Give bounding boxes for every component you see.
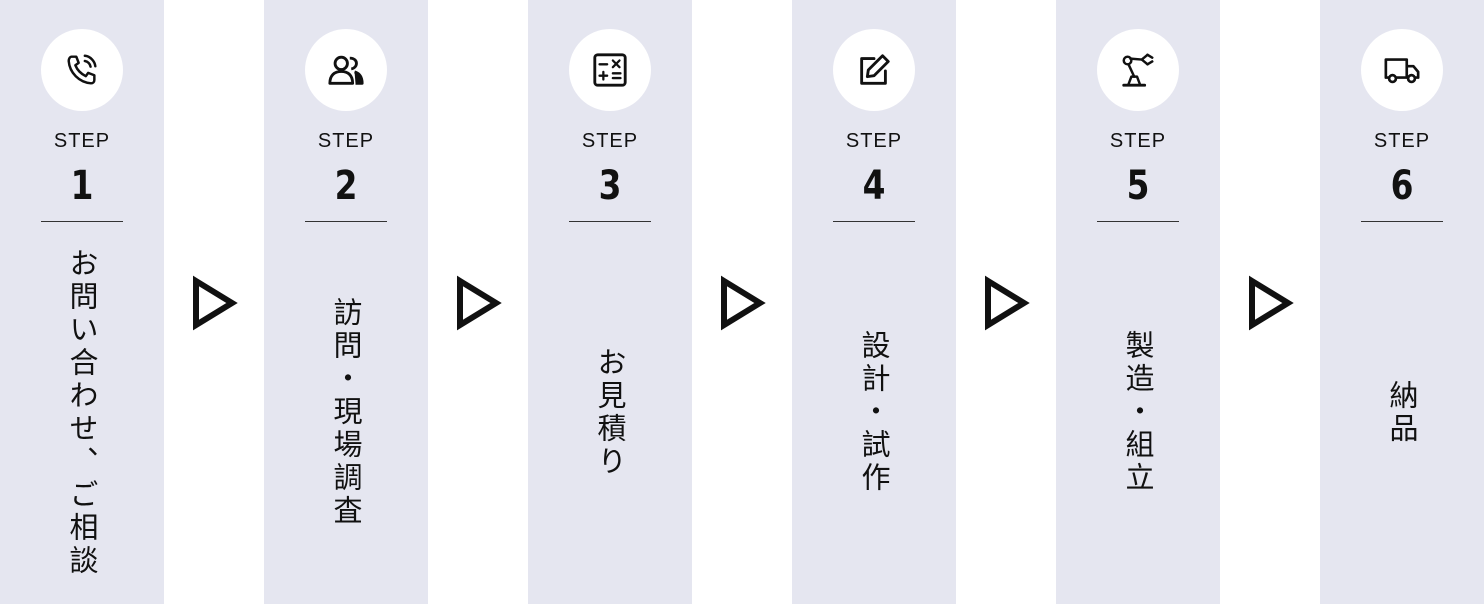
step-3-label: STEP [581, 130, 639, 152]
step-4-label: STEP [845, 130, 903, 152]
step-5-column: STEP 5 製造・組立 [1056, 0, 1220, 604]
step-4-column: STEP 4 設計・試作 [792, 0, 956, 604]
arrow-right-icon [193, 275, 238, 331]
step-4-divider [833, 221, 915, 222]
step-4-title-box: 設計・試作 [792, 240, 956, 585]
step-4-number: 4 [862, 163, 886, 209]
step-1-divider [41, 221, 123, 222]
step-1-title: お問い合わせ、ご相談 [65, 247, 99, 578]
step-6-divider [1361, 221, 1443, 222]
step-6-label: STEP [1373, 130, 1431, 152]
step-3-title: お見積り [593, 346, 627, 479]
people-icon [328, 55, 364, 85]
step-1-column: STEP 1 お問い合わせ、ご相談 [0, 0, 164, 604]
step-5-number: 5 [1126, 163, 1150, 209]
step-1-title-box: お問い合わせ、ご相談 [0, 240, 164, 585]
step-6-icon-circle [1361, 29, 1443, 111]
step-4-title: 設計・試作 [857, 330, 891, 495]
step-2-title-box: 訪問・現場調査 [264, 240, 428, 585]
step-5-title: 製造・組立 [1121, 330, 1155, 495]
step-3-column: STEP 3 お見積り [528, 0, 692, 604]
calculator-icon [593, 53, 627, 87]
step-5-label: STEP [1109, 130, 1167, 152]
step-3-divider [569, 221, 651, 222]
step-2-divider [305, 221, 387, 222]
step-5-divider [1097, 221, 1179, 222]
step-1-label: STEP [53, 130, 111, 152]
step-5-title-box: 製造・組立 [1056, 240, 1220, 585]
phone-icon [67, 54, 97, 85]
step-4-icon-circle [833, 29, 915, 111]
truck-icon [1384, 58, 1420, 84]
step-1-number: 1 [70, 163, 94, 209]
step-5-icon-circle [1097, 29, 1179, 111]
step-2-title: 訪問・現場調査 [329, 297, 363, 528]
step-2-label: STEP [317, 130, 375, 152]
step-2-icon-circle [305, 29, 387, 111]
step-3-icon-circle [569, 29, 651, 111]
edit-icon [860, 54, 890, 85]
arrow-right-icon [457, 275, 502, 331]
step-6-title: 納品 [1385, 379, 1419, 446]
arrow-right-icon [985, 275, 1030, 331]
arrow-right-icon [721, 275, 766, 331]
step-2-number: 2 [334, 163, 358, 209]
step-2-column: STEP 2 訪問・現場調査 [264, 0, 428, 604]
step-6-title-box: 納品 [1320, 240, 1484, 585]
arrow-right-icon [1249, 275, 1294, 331]
step-1-icon-circle [41, 29, 123, 111]
step-3-title-box: お見積り [528, 240, 692, 585]
robot-arm-icon [1122, 53, 1154, 87]
step-6-column: STEP 6 納品 [1320, 0, 1484, 604]
step-3-number: 3 [598, 163, 622, 209]
step-6-number: 6 [1390, 163, 1414, 209]
